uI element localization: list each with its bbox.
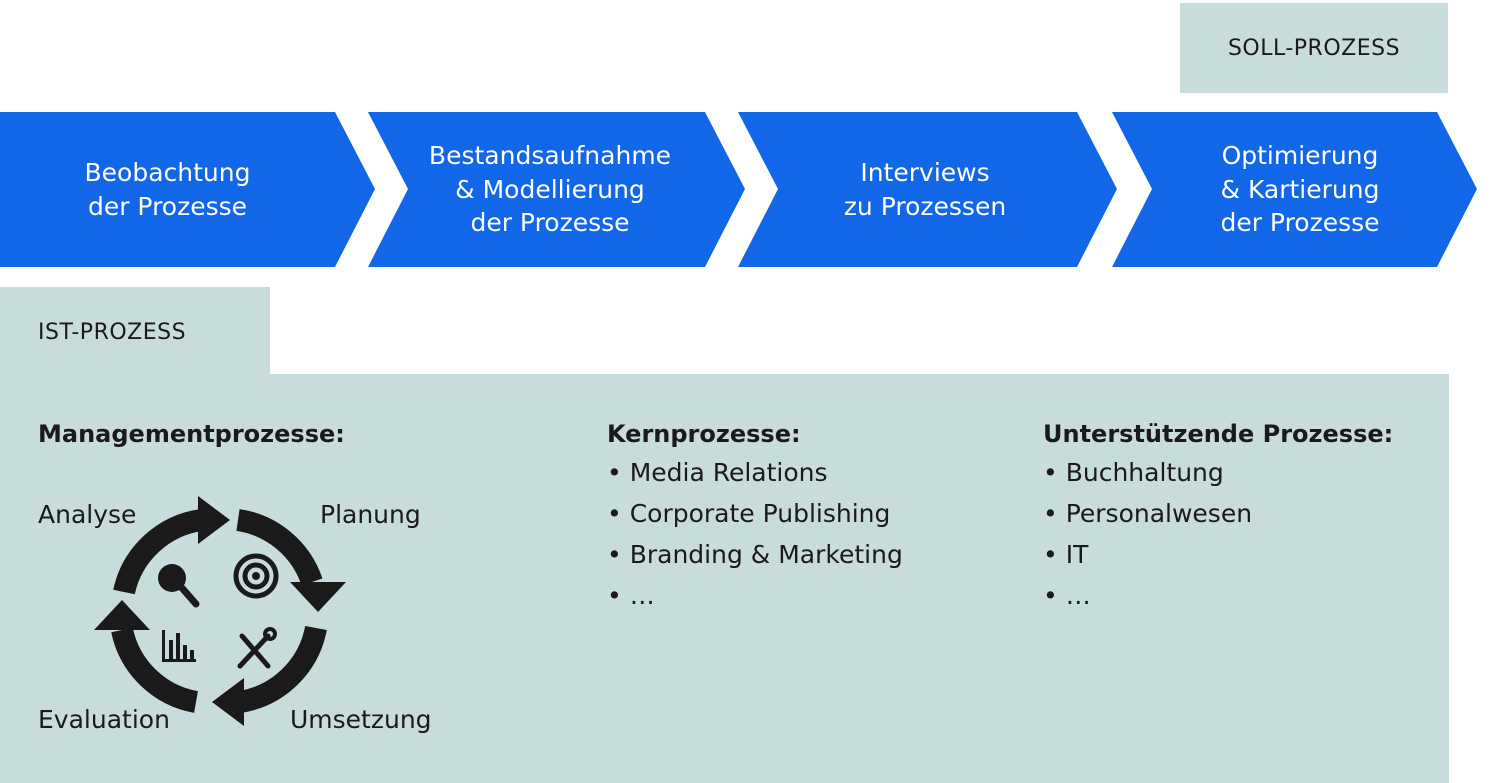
list-item: … bbox=[607, 575, 903, 616]
step-4-label: Optimierung & Kartierung der Prozesse bbox=[1220, 140, 1380, 238]
chevron-step-1 bbox=[0, 112, 375, 267]
list-item: Media Relations bbox=[607, 452, 903, 493]
cycle-label-umsetzung: Umsetzung bbox=[290, 705, 432, 734]
chevron-shapes bbox=[0, 112, 1477, 267]
management-cycle bbox=[94, 496, 346, 726]
cycle-arrowhead-bottom bbox=[212, 678, 244, 726]
management-title: Managementprozesse: bbox=[38, 420, 345, 448]
unterstuetzend-title: Unterstützende Prozesse: bbox=[1043, 420, 1394, 448]
kern-list: Media Relations Corporate Publishing Bra… bbox=[607, 452, 903, 616]
cycle-arc-planung-umsetzung bbox=[236, 509, 323, 586]
chevron-step-3 bbox=[738, 112, 1117, 267]
soll-prozess-label: SOLL-PROZESS bbox=[1180, 3, 1448, 93]
step-2-label: Bestandsaufnahme & Modellierung der Proz… bbox=[428, 140, 672, 238]
cycle-arc-evaluation-analyse bbox=[111, 627, 199, 713]
cycle-arc-analyse-planung bbox=[113, 509, 204, 595]
unterstuetzend-list: Buchhaltung Personalwesen IT … bbox=[1043, 452, 1252, 616]
target-icon bbox=[233, 553, 279, 599]
step-3-label: Interviews zu Prozessen bbox=[843, 157, 1007, 221]
list-item: Corporate Publishing bbox=[607, 493, 903, 534]
list-item: Branding & Marketing bbox=[607, 534, 903, 575]
list-item: … bbox=[1043, 575, 1252, 616]
search-icon bbox=[158, 564, 200, 608]
cycle-arc-umsetzung-evaluation bbox=[237, 625, 327, 713]
cycle-arrowhead-right bbox=[290, 582, 346, 612]
list-item: IT bbox=[1043, 534, 1252, 575]
cycle-arrowhead-left bbox=[94, 600, 150, 630]
kern-title: Kernprozesse: bbox=[607, 420, 801, 448]
cycle-label-evaluation: Evaluation bbox=[38, 705, 170, 734]
list-item: Personalwesen bbox=[1043, 493, 1252, 534]
cycle-label-planung: Planung bbox=[320, 500, 421, 529]
list-item: Buchhaltung bbox=[1043, 452, 1252, 493]
process-chevron-row: Beobachtung der Prozesse Bestandsaufnahm… bbox=[0, 112, 1492, 267]
step-1-label: Beobachtung der Prozesse bbox=[84, 157, 251, 221]
tools-icon bbox=[237, 627, 277, 669]
chevron-step-4 bbox=[1112, 112, 1477, 267]
bar-chart-icon bbox=[162, 630, 196, 662]
chevron-step-2 bbox=[368, 112, 745, 267]
cycle-arrowhead-top bbox=[198, 496, 230, 544]
cycle-label-analyse: Analyse bbox=[38, 500, 137, 529]
ist-prozess-label: IST-PROZESS bbox=[0, 287, 270, 377]
